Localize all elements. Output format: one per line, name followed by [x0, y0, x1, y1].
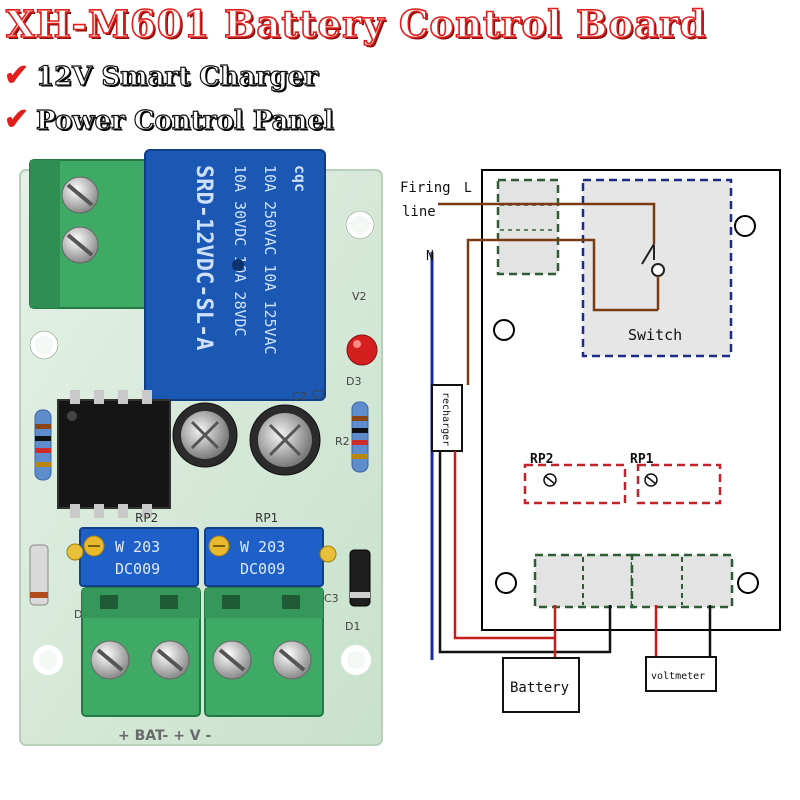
firing-line-label: Firing — [400, 180, 451, 196]
label-d3: D3 — [346, 375, 361, 388]
label-d1: D1 — [345, 620, 360, 633]
voltmeter-box — [645, 656, 717, 692]
label-c3: C3 — [324, 592, 339, 605]
relay-terminal-box — [496, 178, 560, 276]
resistor-r2 — [351, 401, 369, 473]
relay-rating-line1: 10A 250VAC 10A 125VAC — [261, 165, 279, 355]
voltmeter-terminal-box — [630, 553, 734, 609]
wire-recharger-red — [453, 451, 557, 640]
page-title: XH-M601 Battery Control Board — [5, 1, 707, 47]
switch-label: Switch — [628, 326, 682, 344]
relay: cqc 10A 250VAC 10A 125VAC 10A 30VDC 10A … — [144, 149, 326, 401]
potentiometer-rp1: W 203 DC009 — [204, 527, 324, 587]
mounting-hole — [734, 215, 756, 237]
switch-contact — [651, 263, 665, 277]
mounting-hole — [737, 572, 759, 594]
wiring-diagram: Switch Firing L line N recharger RP2 RP1… — [400, 169, 781, 713]
terminal-block-bottom-right — [204, 587, 324, 717]
feature-item-charger: ✔12V Smart Charger — [4, 58, 318, 93]
resistor-r1 — [34, 409, 52, 481]
terminal-block-bottom-left — [81, 587, 201, 717]
board-photo: cqc 10A 250VAC 10A 125VAC 10A 30VDC 10A … — [19, 149, 383, 746]
checkmark-icon: ✔ — [4, 102, 30, 137]
relay-model: SRD-12VDC-SL-A — [191, 165, 216, 350]
phase-l-label: L — [464, 181, 472, 196]
relay-rating-line2: 10A 30VDC 10A 28VDC — [231, 165, 249, 337]
svg-text:DC009: DC009 — [240, 560, 285, 578]
recharger-box — [431, 384, 463, 452]
label-v2: V2 — [352, 290, 367, 303]
capacitor-c2 — [249, 404, 321, 476]
small-capacitor — [66, 543, 84, 561]
feature-label: 12V Smart Charger — [35, 61, 318, 92]
battery-box — [502, 657, 580, 713]
phase-n-label: N — [426, 249, 434, 264]
diode-d2 — [29, 544, 49, 606]
wire-recharger-black — [438, 451, 612, 654]
rp2-label: RP2 — [530, 452, 553, 467]
svg-text:DC009: DC009 — [115, 560, 160, 578]
feature-label: Power Control Panel — [35, 105, 334, 136]
battery-label: Battery — [510, 680, 569, 696]
rp2-box — [523, 463, 627, 505]
feature-item-control-panel: ✔Power Control Panel — [4, 102, 334, 137]
wire-firing-line — [438, 202, 656, 244]
diode-d1 — [349, 549, 371, 607]
label-c1: C1 — [312, 388, 327, 401]
label-rp1: RP1 — [255, 511, 278, 525]
label-c2: C2 — [292, 390, 307, 403]
firing-line-label-2: line — [402, 204, 436, 220]
recharger-label: recharger — [440, 392, 451, 446]
voltmeter-label: voltmeter — [651, 671, 705, 682]
small-capacitor — [319, 545, 337, 563]
battery-terminal-box — [533, 553, 634, 609]
terminal-block-top — [29, 159, 149, 309]
label-terminal: + BAT- + V - — [118, 728, 212, 744]
potentiometer-rp2: W 203 DC009 — [79, 527, 199, 587]
rp2-screw-icon — [543, 473, 557, 487]
relay-brand: cqc — [291, 165, 309, 192]
ic-chip — [57, 390, 171, 518]
checkmark-icon: ✔ — [4, 58, 30, 93]
mounting-hole — [29, 210, 375, 675]
svg-text:W 203: W 203 — [240, 538, 285, 556]
svg-text:W 203: W 203 — [115, 538, 160, 556]
rp1-screw-icon — [644, 473, 658, 487]
mounting-hole — [493, 319, 515, 341]
wire-switch-out — [466, 238, 658, 385]
capacitor-c1 — [172, 402, 238, 468]
rp1-label: RP1 — [630, 452, 654, 467]
led-d3 — [346, 334, 378, 366]
label-rp2: RP2 — [135, 511, 158, 525]
label-r2: R2 — [335, 435, 350, 448]
mounting-hole — [495, 572, 517, 594]
